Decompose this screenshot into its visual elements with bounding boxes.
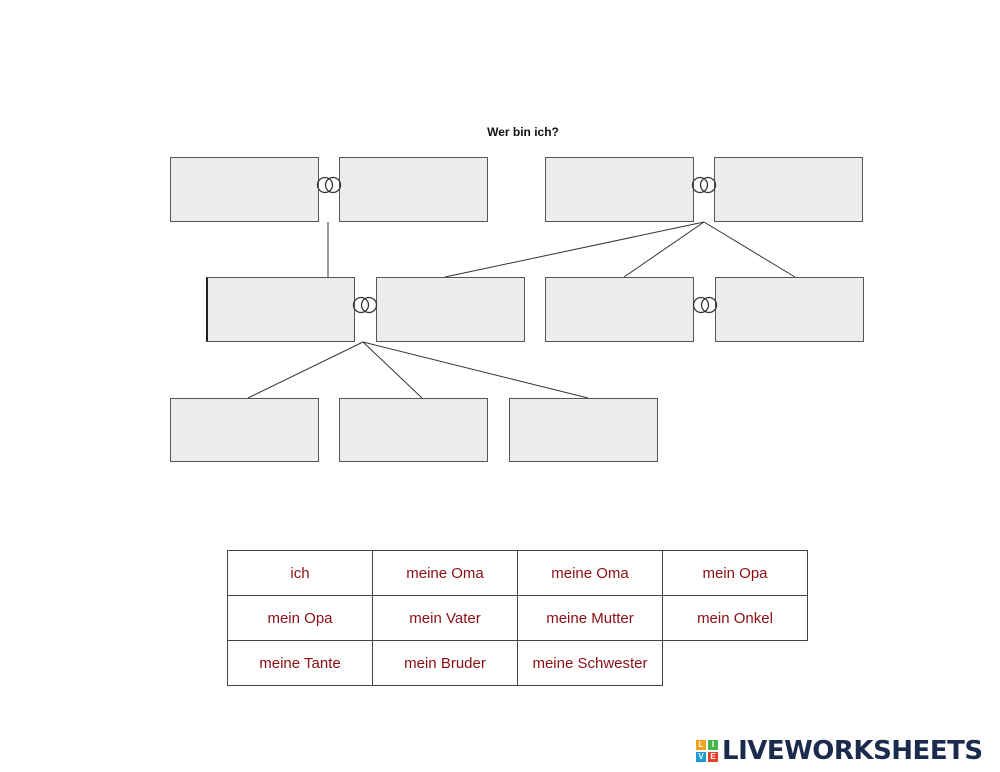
logo-letter: E bbox=[708, 752, 718, 762]
wedding-rings-icon bbox=[691, 176, 717, 194]
word-bank-item[interactable]: meine Tante bbox=[227, 640, 373, 686]
tree-box-grandparent-left-1[interactable] bbox=[170, 157, 319, 222]
connector-right-grandparents-to-aunt bbox=[623, 221, 705, 278]
tree-box-aunt-uncle-2[interactable] bbox=[715, 277, 864, 342]
connector-right-grandparents-to-uncle bbox=[703, 221, 796, 278]
word-bank-row: meine Tante mein Bruder meine Schwester bbox=[227, 640, 808, 686]
tree-box-parent-1[interactable] bbox=[206, 277, 355, 342]
word-bank-item[interactable]: meine Mutter bbox=[517, 595, 663, 641]
liveworksheets-logo-icon: L I V E bbox=[696, 740, 718, 762]
word-bank-empty-cell bbox=[663, 641, 808, 686]
tree-box-grandparent-right-2[interactable] bbox=[714, 157, 863, 222]
word-bank-item[interactable]: mein Opa bbox=[227, 595, 373, 641]
tree-box-child-3[interactable] bbox=[509, 398, 658, 462]
logo-letter: V bbox=[696, 752, 706, 762]
tree-box-parent-2[interactable] bbox=[376, 277, 525, 342]
word-bank-row: mein Opa mein Vater meine Mutter mein On… bbox=[227, 595, 808, 641]
connector-parents-to-child-1 bbox=[247, 341, 364, 399]
word-bank-row: ich meine Oma meine Oma mein Opa bbox=[227, 550, 808, 596]
word-bank-item[interactable]: mein Bruder bbox=[372, 640, 518, 686]
word-bank-item[interactable]: mein Onkel bbox=[662, 595, 808, 641]
tree-box-child-1[interactable] bbox=[170, 398, 319, 462]
word-bank-item[interactable]: meine Oma bbox=[517, 550, 663, 596]
connector-parents-to-child-2 bbox=[362, 341, 423, 399]
logo-letter: I bbox=[708, 740, 718, 750]
word-bank-item[interactable]: ich bbox=[227, 550, 373, 596]
wedding-rings-icon bbox=[316, 176, 342, 194]
word-bank-item[interactable]: meine Schwester bbox=[517, 640, 663, 686]
connector-right-grandparents-to-parent bbox=[444, 221, 705, 278]
tree-box-child-2[interactable] bbox=[339, 398, 488, 462]
word-bank-item[interactable]: mein Opa bbox=[662, 550, 808, 596]
connector-parents-to-child-3 bbox=[362, 341, 589, 399]
wedding-rings-icon bbox=[692, 296, 718, 314]
wedding-rings-icon bbox=[352, 296, 378, 314]
tree-box-aunt-uncle-1[interactable] bbox=[545, 277, 694, 342]
word-bank-item[interactable]: meine Oma bbox=[372, 550, 518, 596]
tree-box-grandparent-right-1[interactable] bbox=[545, 157, 694, 222]
liveworksheets-brand: L I V E LIVEWORKSHEETS bbox=[696, 734, 983, 768]
logo-letter: L bbox=[696, 740, 706, 750]
word-bank-item[interactable]: mein Vater bbox=[372, 595, 518, 641]
brand-name: LIVEWORKSHEETS bbox=[722, 736, 983, 766]
worksheet-title: Wer bin ich? bbox=[487, 125, 559, 139]
tree-box-grandparent-left-2[interactable] bbox=[339, 157, 488, 222]
word-bank-table: ich meine Oma meine Oma mein Opa mein Op… bbox=[227, 550, 808, 686]
